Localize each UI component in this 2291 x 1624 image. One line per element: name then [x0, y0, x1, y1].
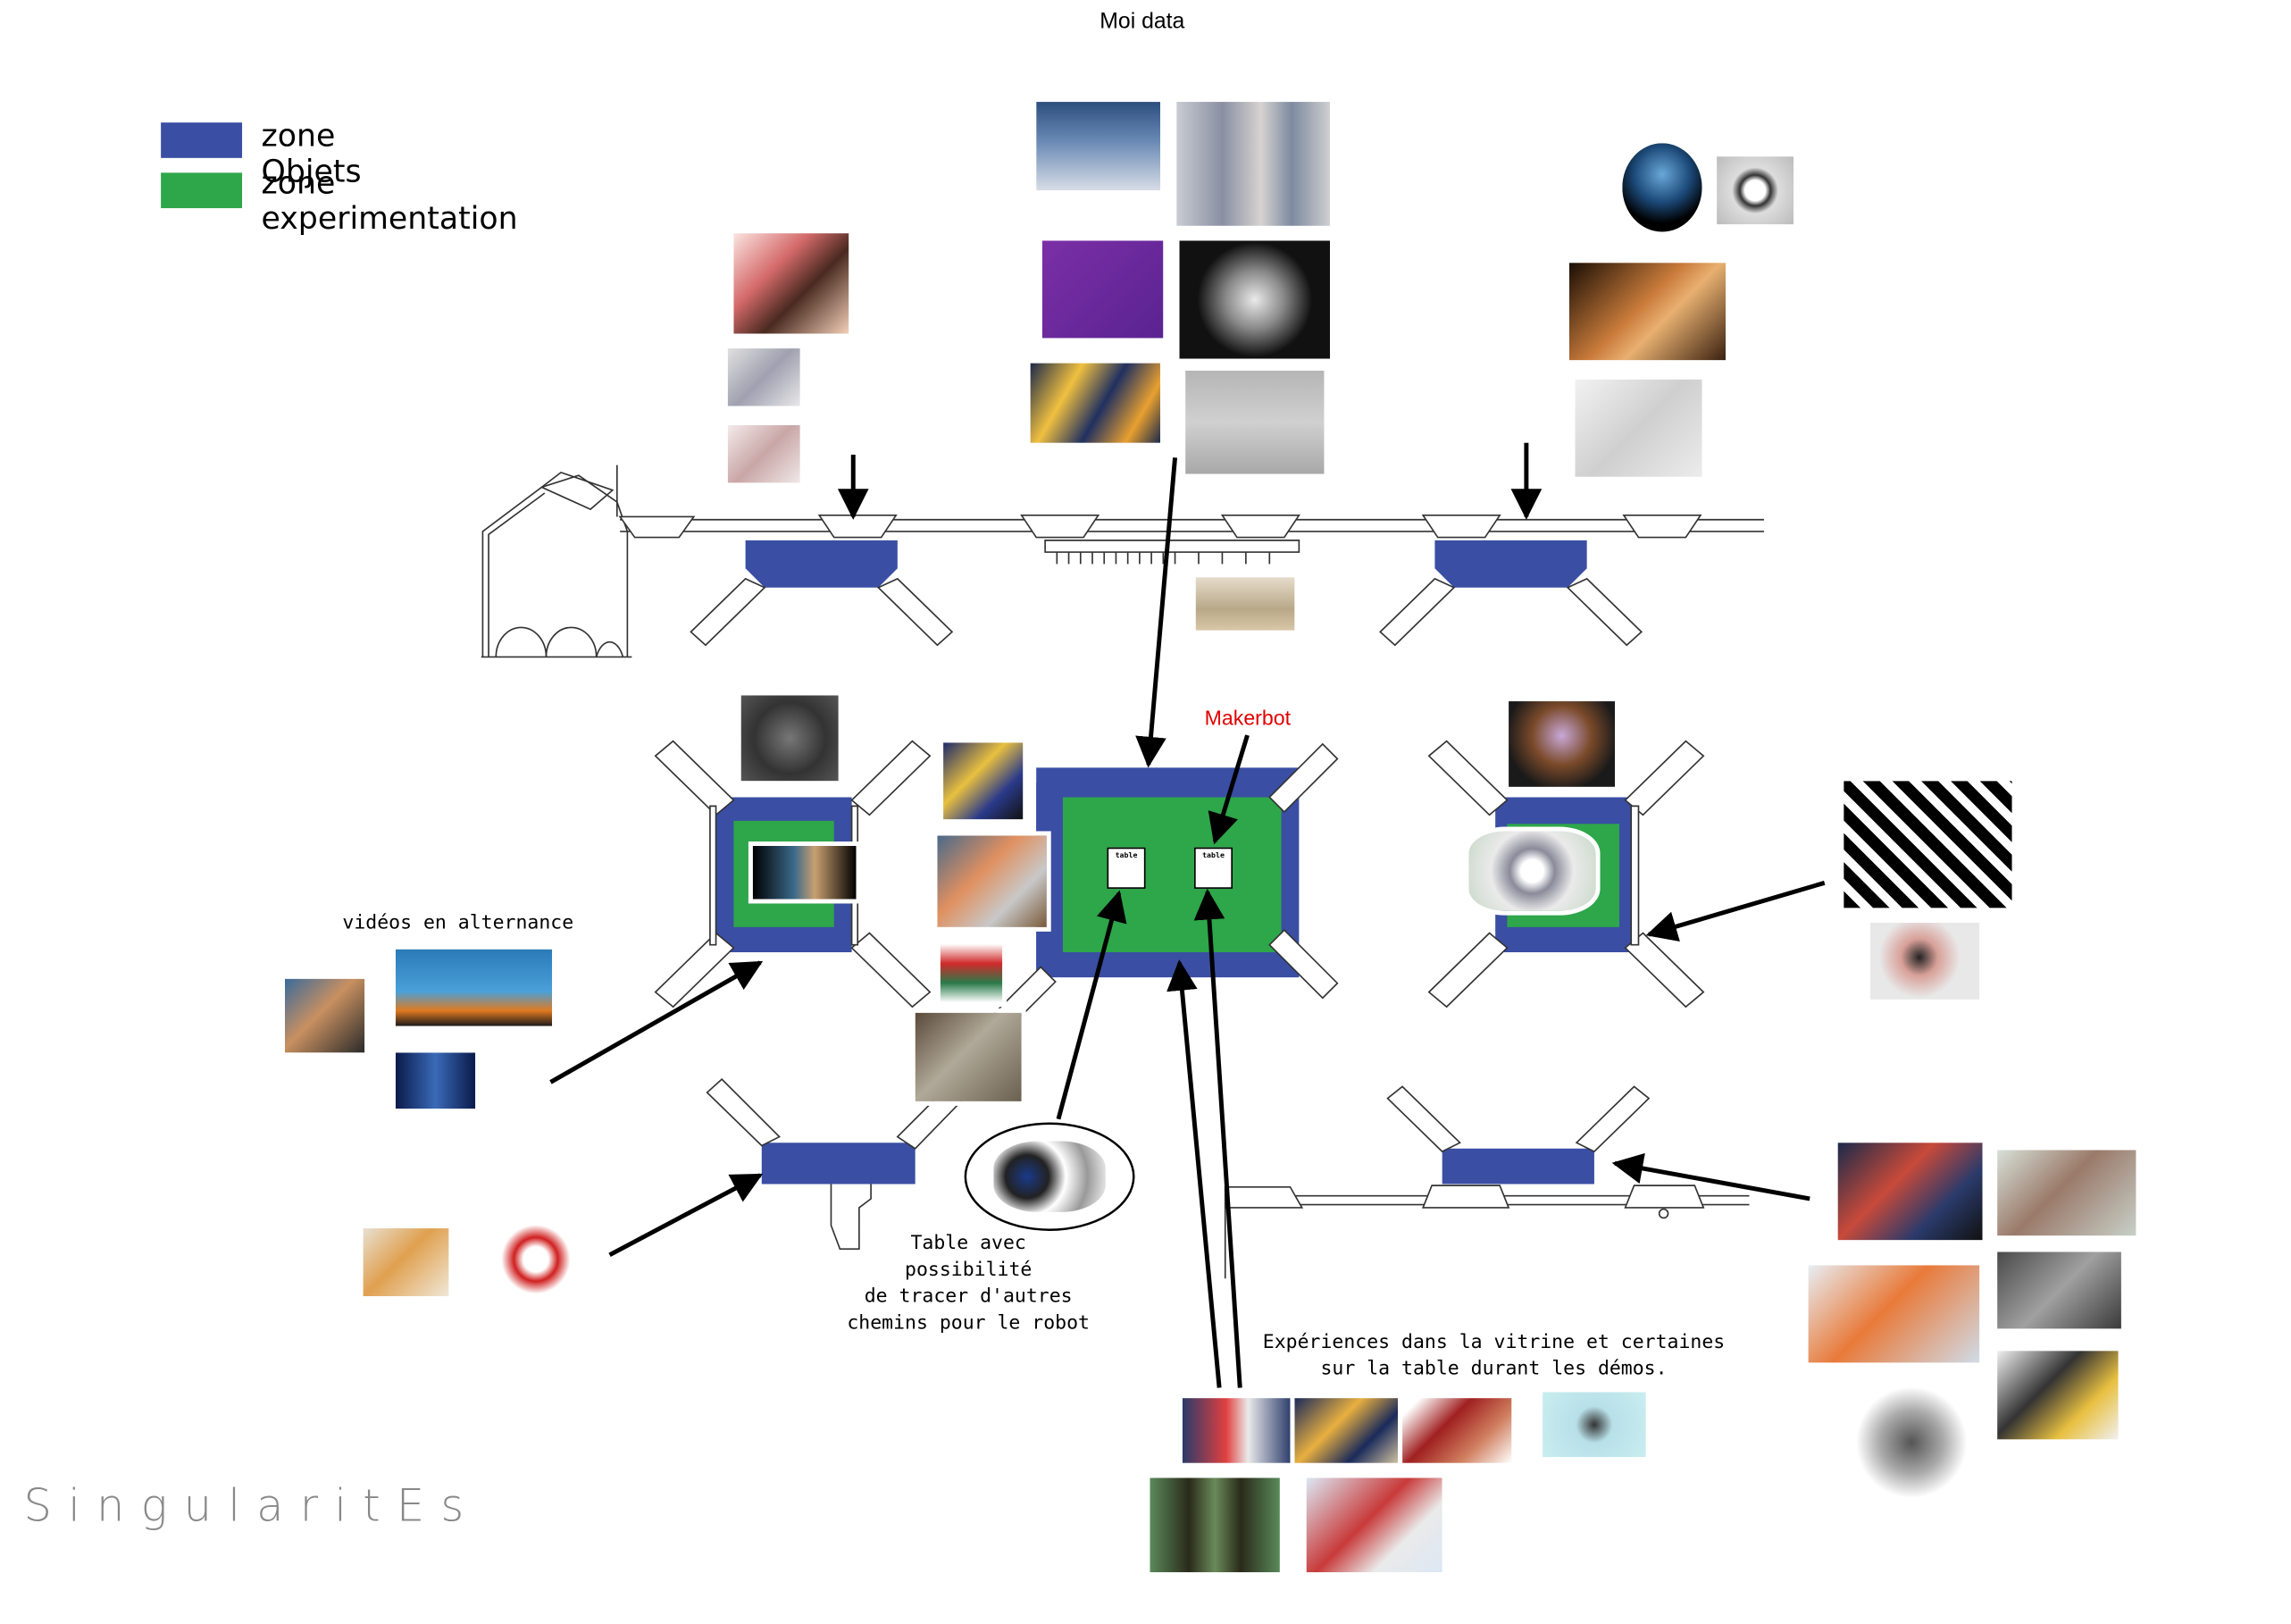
photo-thumbnail: [358, 1224, 454, 1302]
photo-thumbnail: [939, 738, 1028, 825]
photo-thumbnail: [748, 841, 861, 904]
legend-swatch-zone-experimentation: [161, 172, 243, 209]
photo-thumbnail: [1025, 358, 1165, 448]
legend-label-zone-objets: zone Objets: [261, 118, 362, 189]
legend-label-zone-experimentation: zone experimentation: [261, 165, 518, 237]
table-box-left: table: [1107, 847, 1146, 889]
photo-thumbnail: [1037, 236, 1168, 343]
photo-thumbnail: [390, 944, 557, 1031]
photo-thumbnail: [736, 691, 843, 786]
brand-logo: SingularitEs: [23, 1480, 481, 1533]
photo-thumbnail: [1570, 374, 1707, 481]
photo-thumbnail: [1398, 1394, 1517, 1468]
photo-thumbnail: [1301, 1473, 1447, 1578]
photo-thumbnail: [280, 974, 370, 1058]
diagram-title: Moi data: [1100, 8, 1185, 35]
photo-thumbnail: [1464, 826, 1601, 916]
photo-thumbnail: [932, 831, 1051, 932]
photo-thumbnail: [935, 933, 1008, 1008]
building-outline: [481, 465, 632, 658]
photo-thumbnail: [1177, 1394, 1297, 1468]
table-note-label: Table avec possibilité de tracer d'autre…: [847, 1233, 1091, 1335]
photo-thumbnail: [1803, 1260, 1985, 1368]
photo-thumbnail: [1290, 1394, 1403, 1468]
photo-thumbnail: [1833, 1138, 1987, 1245]
station-top-right: [1379, 540, 1643, 647]
photo-thumbnail: [1191, 573, 1300, 635]
photo-thumbnail: [1564, 258, 1730, 365]
arrows: [549, 442, 1826, 1388]
photo-thumbnail: [1032, 97, 1165, 196]
photo-thumbnail: [1839, 776, 2017, 913]
photo-thumbnail: [487, 1210, 585, 1309]
photo-thumbnail: [989, 1136, 1110, 1217]
photo-thumbnail: [1145, 1473, 1284, 1578]
makerbot-label: Makerbot: [1204, 705, 1292, 730]
photo-thumbnail: [729, 229, 854, 339]
photo-thumbnail: [723, 421, 805, 488]
photo-thumbnail: [1993, 1346, 2123, 1444]
photo-thumbnail: [1618, 138, 1707, 237]
photo-thumbnail: [1172, 97, 1335, 230]
photo-thumbnail: [1504, 697, 1620, 791]
photo-thumbnail: [1712, 152, 1798, 230]
photo-thumbnail: [1175, 236, 1335, 364]
photo-thumbnail: [1993, 1145, 2141, 1241]
photo-thumbnail: [910, 1008, 1026, 1106]
photo-thumbnail: [1993, 1247, 2126, 1334]
experiences-label: Expériences dans la vitrine et certaines…: [1262, 1331, 1726, 1381]
station-top-left: [690, 540, 954, 647]
station-bottom-right: [1224, 1085, 1750, 1279]
videos-label: vidéos en alternance: [342, 912, 574, 935]
table-box-right: table: [1194, 847, 1233, 889]
top-corridor: [618, 514, 1764, 565]
photo-thumbnail: [1852, 1380, 1971, 1505]
photo-thumbnail: [1538, 1387, 1651, 1462]
photo-thumbnail: [723, 344, 805, 411]
photo-thumbnail: [1866, 917, 1985, 1004]
photo-thumbnail: [1181, 365, 1329, 479]
photo-thumbnail: [390, 1048, 481, 1114]
legend-swatch-zone-objets: [161, 122, 243, 158]
